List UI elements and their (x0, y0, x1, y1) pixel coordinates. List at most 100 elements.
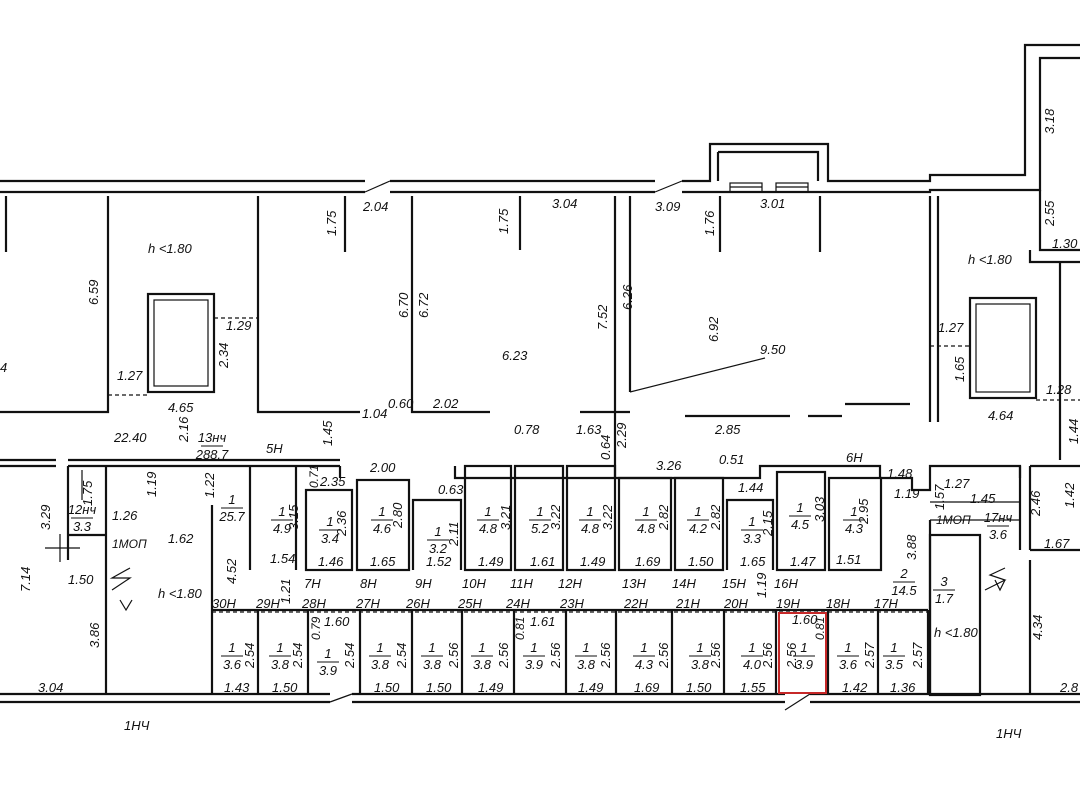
room-label: 14.8 (579, 504, 601, 536)
room-area: 3.3 (743, 531, 762, 546)
room-label: 14.8 (477, 504, 499, 536)
room-number: 1 (748, 640, 755, 655)
dim-label: 1.26 (112, 508, 138, 523)
room-area: 4.8 (581, 521, 600, 536)
room-number: 1 (530, 640, 537, 655)
room-number: 1 (890, 640, 897, 655)
dim-label: 7.52 (595, 304, 610, 330)
dim-label: 1.21 (278, 579, 293, 604)
dim-label: 0.78 (514, 422, 540, 437)
dim-label: 3.29 (38, 505, 53, 530)
dim-label: 1.27 (117, 368, 143, 383)
dim-label: 1.69 (634, 680, 659, 695)
room-number: 1 (844, 640, 851, 655)
dim-label: 1.19 (894, 486, 919, 501)
room-area: 4.9 (273, 521, 291, 536)
dim-label: h <1.80 (148, 241, 193, 256)
room-area: 3.6 (989, 527, 1008, 542)
dim-label: 1.19 (144, 472, 159, 497)
room-number: 1 (434, 524, 441, 539)
dim-label: 1.61 (530, 554, 555, 569)
room-number: 12нч (68, 502, 97, 517)
outer-walls (0, 43, 1080, 711)
room-area: 288.7 (195, 447, 229, 462)
room-area: 4.0 (743, 657, 762, 672)
dim-label: 21Н (675, 596, 700, 611)
dim-label: 28Н (301, 596, 326, 611)
dim-label: 1.76 (702, 210, 717, 236)
dim-label: 1.27 (944, 476, 970, 491)
dim-label: 22.40 (113, 430, 147, 445)
dim-label: 3.04 (38, 680, 63, 695)
dim-label: 1.42 (1062, 482, 1077, 508)
dim-label: 5Н (266, 441, 283, 456)
dim-label: 7.14 (18, 567, 33, 592)
dim-label: 1.47 (790, 554, 816, 569)
room-number: 1 (696, 640, 703, 655)
cell-dim-label: 2.54 (290, 643, 305, 669)
room-number: 1 (228, 492, 235, 507)
room-area: 3.9 (795, 657, 813, 672)
room-number: 2 (899, 566, 908, 581)
dim-label: 2.00 (369, 460, 396, 475)
dim-label: 1НЧ (996, 726, 1022, 741)
cell-dim-label: 2.57 (910, 642, 925, 669)
dim-label: 1.36 (890, 680, 916, 695)
dim-label: 1.50 (68, 572, 94, 587)
dim-label: 13Н (622, 576, 646, 591)
dim-label: 30Н (212, 596, 236, 611)
room-label: 125.7 (218, 492, 245, 524)
dim-label: 1.60 (324, 614, 350, 629)
room-label: 13.9 (317, 646, 339, 678)
dim-label: 3.18 (1042, 108, 1057, 134)
dim-label: 1.50 (272, 680, 298, 695)
dim-label: 3.26 (656, 458, 682, 473)
cell-dim-label: 2.54 (342, 643, 357, 669)
cell-dim-label: 2.56 (548, 642, 563, 669)
dim-label: 1.46 (318, 554, 344, 569)
room-area: 3.4 (321, 531, 339, 546)
storage-walls (0, 458, 1080, 697)
room-label: 13.8 (421, 640, 443, 672)
cell-dim-label: 3.22 (600, 504, 615, 530)
highlighted-cell-19n[interactable] (778, 612, 827, 694)
dim-label: 1.54 (270, 551, 295, 566)
room-area: 4.8 (637, 521, 656, 536)
dim-label: 23Н (559, 596, 584, 611)
room-label: 13.8 (471, 640, 493, 672)
dim-label: 1.57 (932, 484, 947, 510)
room-number: 1 (324, 646, 331, 661)
dim-label: 1.75 (496, 208, 511, 234)
room-area: 3.6 (839, 657, 858, 672)
dim-label: 4.64 (988, 408, 1013, 423)
dim-label: 2.35 (319, 474, 346, 489)
dim-label: 8Н (360, 576, 377, 591)
dim-label: 1.65 (370, 554, 396, 569)
dim-label: 1.50 (688, 554, 714, 569)
dim-label: 1.44 (1066, 419, 1080, 444)
room-label: 14.3 (633, 640, 655, 672)
dim-label: 0.79 (309, 616, 323, 640)
dim-label: 1.75 (324, 210, 339, 236)
room-number: 1 (748, 514, 755, 529)
room-number: 1 (276, 640, 283, 655)
room-number: 1 (428, 640, 435, 655)
dim-label: 6Н (846, 450, 863, 465)
room-label: 14.0 (741, 640, 763, 672)
cell-dim-label: 2.56 (446, 642, 461, 669)
dim-label: 1.62 (168, 531, 194, 546)
cell-dim-label: 2.82 (656, 504, 671, 531)
dim-label: 2.29 (614, 423, 629, 449)
cell-dim-label: 2.56 (656, 642, 671, 669)
dim-label: 4.34 (1030, 615, 1045, 640)
dim-label: 1.19 (754, 573, 769, 598)
dim-label: 15Н (722, 576, 746, 591)
room-label: 14.2 (687, 504, 709, 536)
dim-label: 1.04 (362, 406, 387, 421)
dim-label: 19Н (776, 596, 800, 611)
